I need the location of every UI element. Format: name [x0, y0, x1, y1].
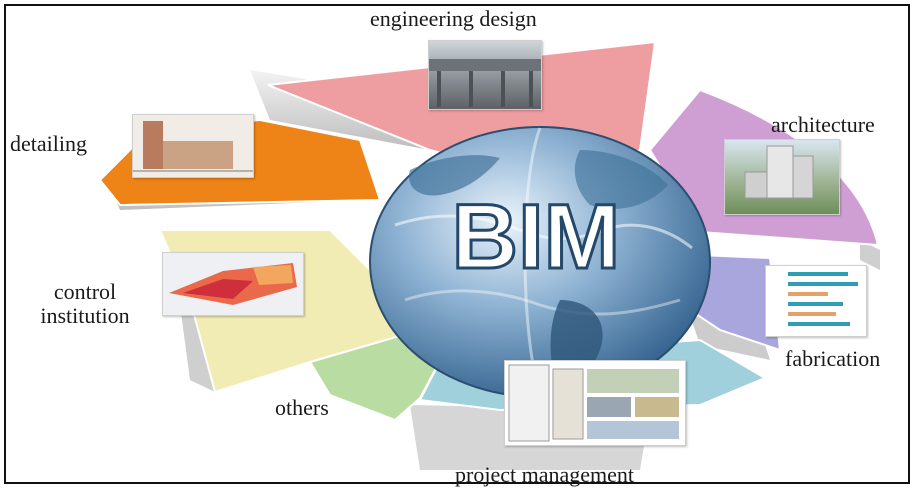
- label-control-institution: control institution: [40, 279, 130, 328]
- label-others: others: [275, 395, 329, 420]
- center-label: BIM: [452, 186, 621, 288]
- fabrication-image: [765, 265, 867, 337]
- facade-drawing-picture: [133, 121, 253, 172]
- heatmap-floorplan-picture: [169, 263, 297, 305]
- detailing-image: [132, 114, 254, 178]
- label-architecture: architecture: [771, 112, 875, 137]
- project-management-image: [504, 360, 686, 446]
- label-project-management: project management: [455, 462, 634, 487]
- building-render-picture: [744, 145, 814, 199]
- project-sheets-picture: [508, 364, 679, 442]
- architecture-image: [724, 139, 840, 215]
- image-frame: [4, 4, 910, 484]
- bridge-picture: [429, 59, 541, 107]
- engineering-design-image: [428, 40, 542, 110]
- label-engineering-design: engineering design: [370, 6, 537, 31]
- control-institution-image: [162, 252, 304, 316]
- globe: BIM: [369, 126, 711, 398]
- bar-chart-picture: [788, 272, 858, 326]
- label-detailing: detailing: [10, 131, 87, 156]
- label-fabrication: fabrication: [785, 346, 881, 371]
